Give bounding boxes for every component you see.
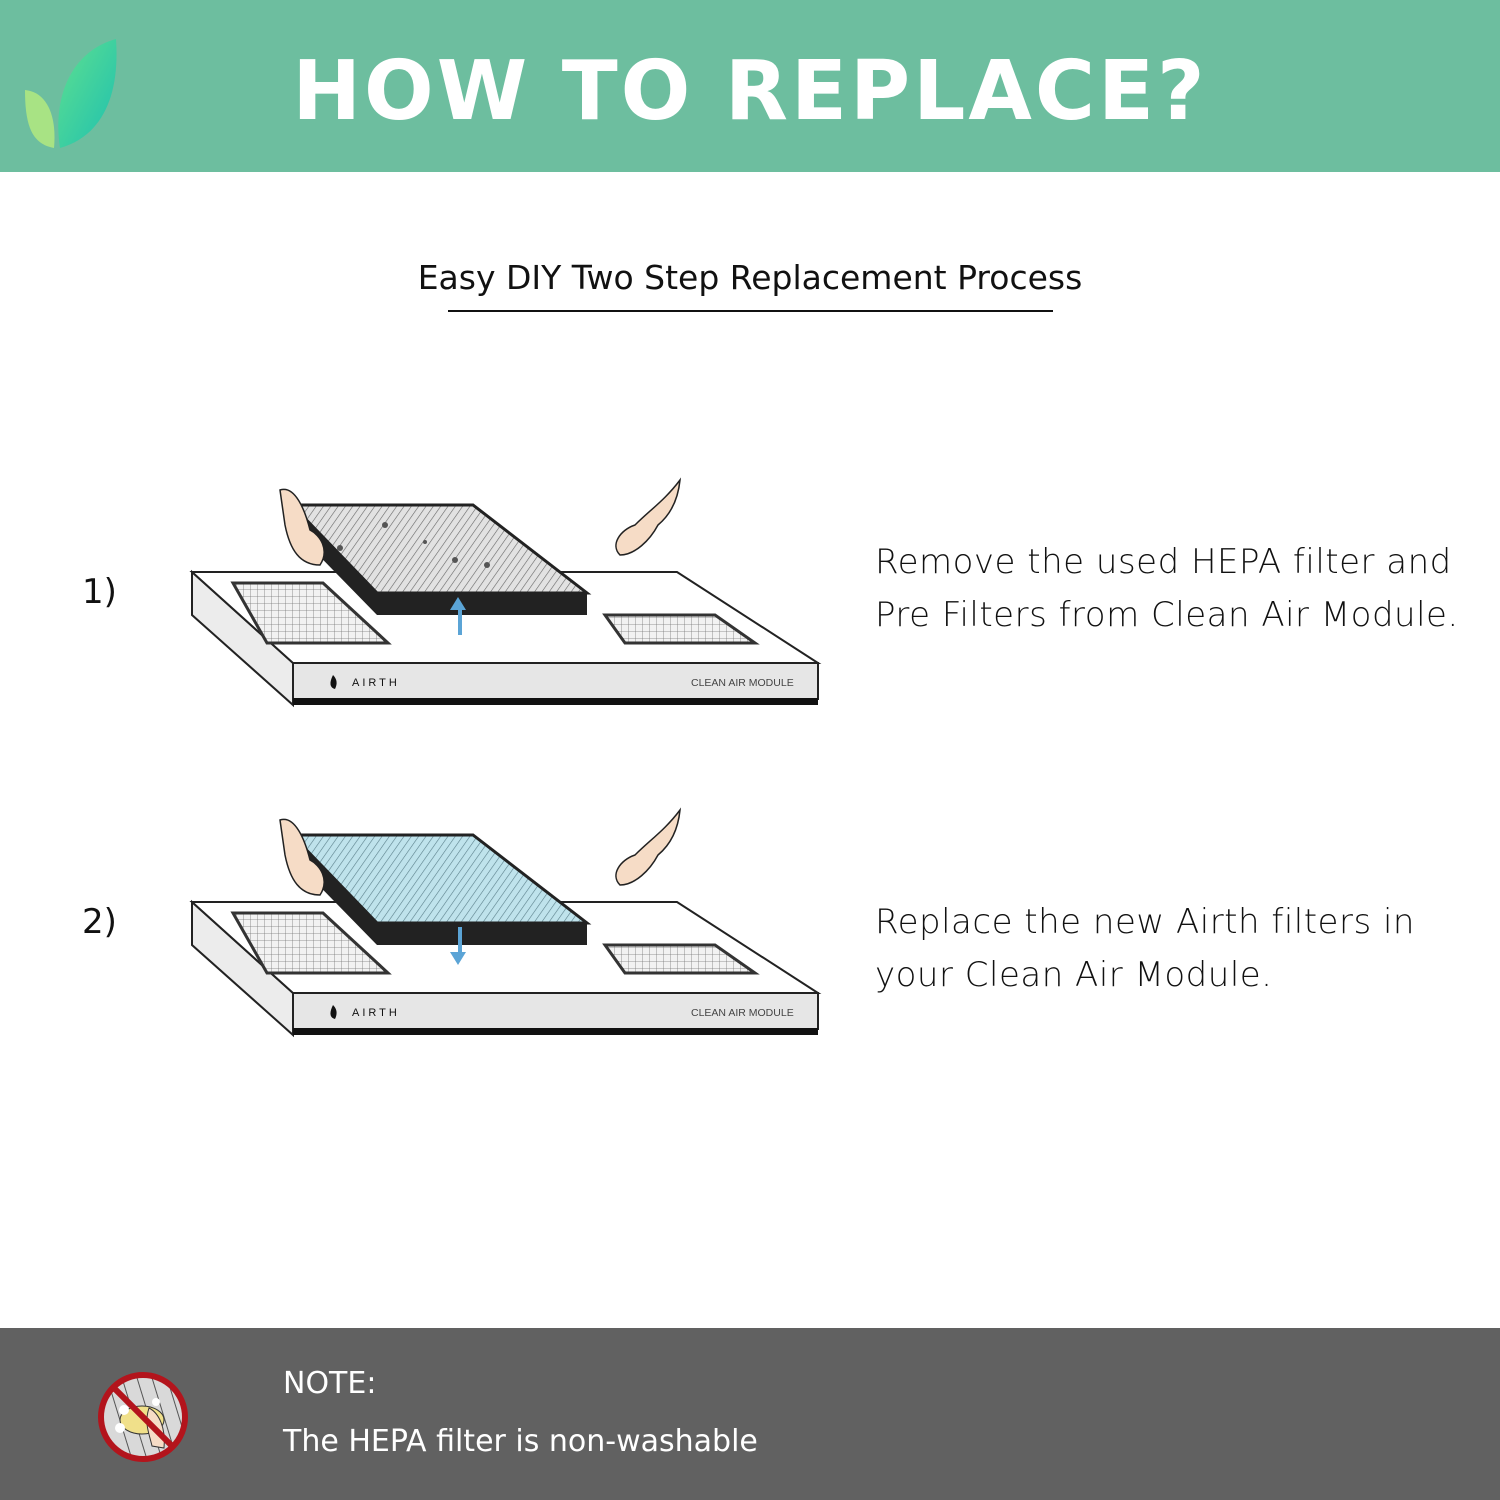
no-washing-icon bbox=[98, 1372, 188, 1462]
header-banner: HOW TO REPLACE? bbox=[0, 0, 1500, 172]
step-1-illustration: AIRTH CLEAN AIR MODULE bbox=[189, 477, 822, 708]
right-hand-icon bbox=[615, 477, 682, 556]
right-hand-icon bbox=[615, 807, 682, 886]
airth-logo-icon bbox=[330, 675, 337, 689]
footer-note bbox=[0, 1328, 1500, 1500]
step-1-number: 1) bbox=[82, 572, 117, 612]
left-hand-icon bbox=[279, 488, 325, 566]
left-hand-icon bbox=[279, 818, 325, 896]
arrow-down-icon bbox=[450, 927, 466, 965]
step-2-number: 2) bbox=[82, 902, 117, 942]
module-label: CLEAN AIR MODULE bbox=[691, 1007, 794, 1019]
page-title: HOW TO REPLACE? bbox=[292, 44, 1208, 139]
step-1-text: Remove the used HEPA filter and Pre Filt… bbox=[875, 542, 1459, 635]
leaf-logo-icon bbox=[25, 39, 117, 148]
brand-label: AIRTH bbox=[352, 677, 400, 689]
step-2-text: Replace the new Airth filters in your Cl… bbox=[875, 902, 1415, 995]
note-label: NOTE: bbox=[283, 1366, 377, 1401]
module-label: CLEAN AIR MODULE bbox=[691, 677, 794, 689]
airth-logo-icon bbox=[330, 1005, 337, 1019]
brand-label: AIRTH bbox=[352, 1007, 400, 1019]
note-text: The HEPA filter is non-washable bbox=[283, 1424, 758, 1459]
arrow-up-icon bbox=[450, 597, 466, 635]
step-2-illustration: AIRTH CLEAN AIR MODULE bbox=[189, 807, 822, 1038]
subtitle: Easy DIY Two Step Replacement Process bbox=[417, 258, 1083, 297]
subtitle-underline bbox=[448, 310, 1053, 312]
